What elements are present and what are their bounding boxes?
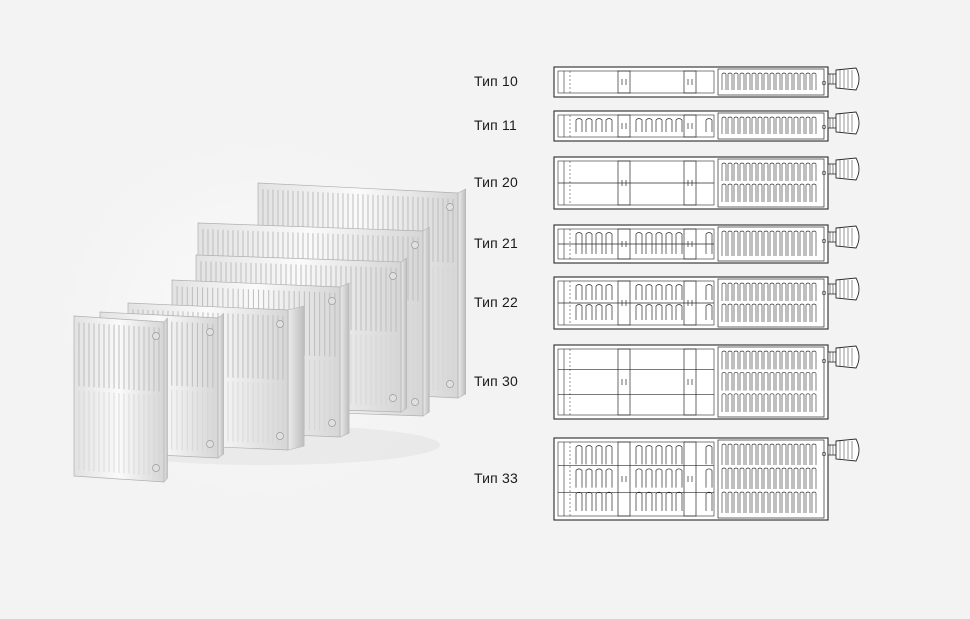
type-label: Тип 20	[474, 174, 518, 190]
radiator-panel	[73, 315, 168, 483]
type-cross-section	[553, 224, 860, 264]
type-label: Тип 30	[474, 373, 518, 389]
type-cross-section	[553, 437, 860, 521]
type-cross-section	[553, 276, 860, 330]
radiator-photo	[0, 0, 470, 614]
type-label: Тип 22	[474, 294, 518, 310]
radiator-stack-image	[60, 140, 466, 500]
type-cross-section	[553, 156, 860, 210]
type-label: Тип 33	[474, 470, 518, 486]
type-label: Тип 11	[474, 117, 517, 133]
cross-section-drawings	[553, 66, 860, 521]
type-cross-section	[553, 66, 860, 98]
type-label: Тип 10	[474, 73, 518, 89]
type-cross-section	[553, 110, 860, 142]
cross-section-diagram: Тип 10 Тип 11 Тип 20 Тип 21 Тип 22 Тип 30 Тип …	[470, 0, 970, 614]
type-label: Тип 21	[474, 235, 518, 251]
type-cross-section	[553, 344, 860, 420]
